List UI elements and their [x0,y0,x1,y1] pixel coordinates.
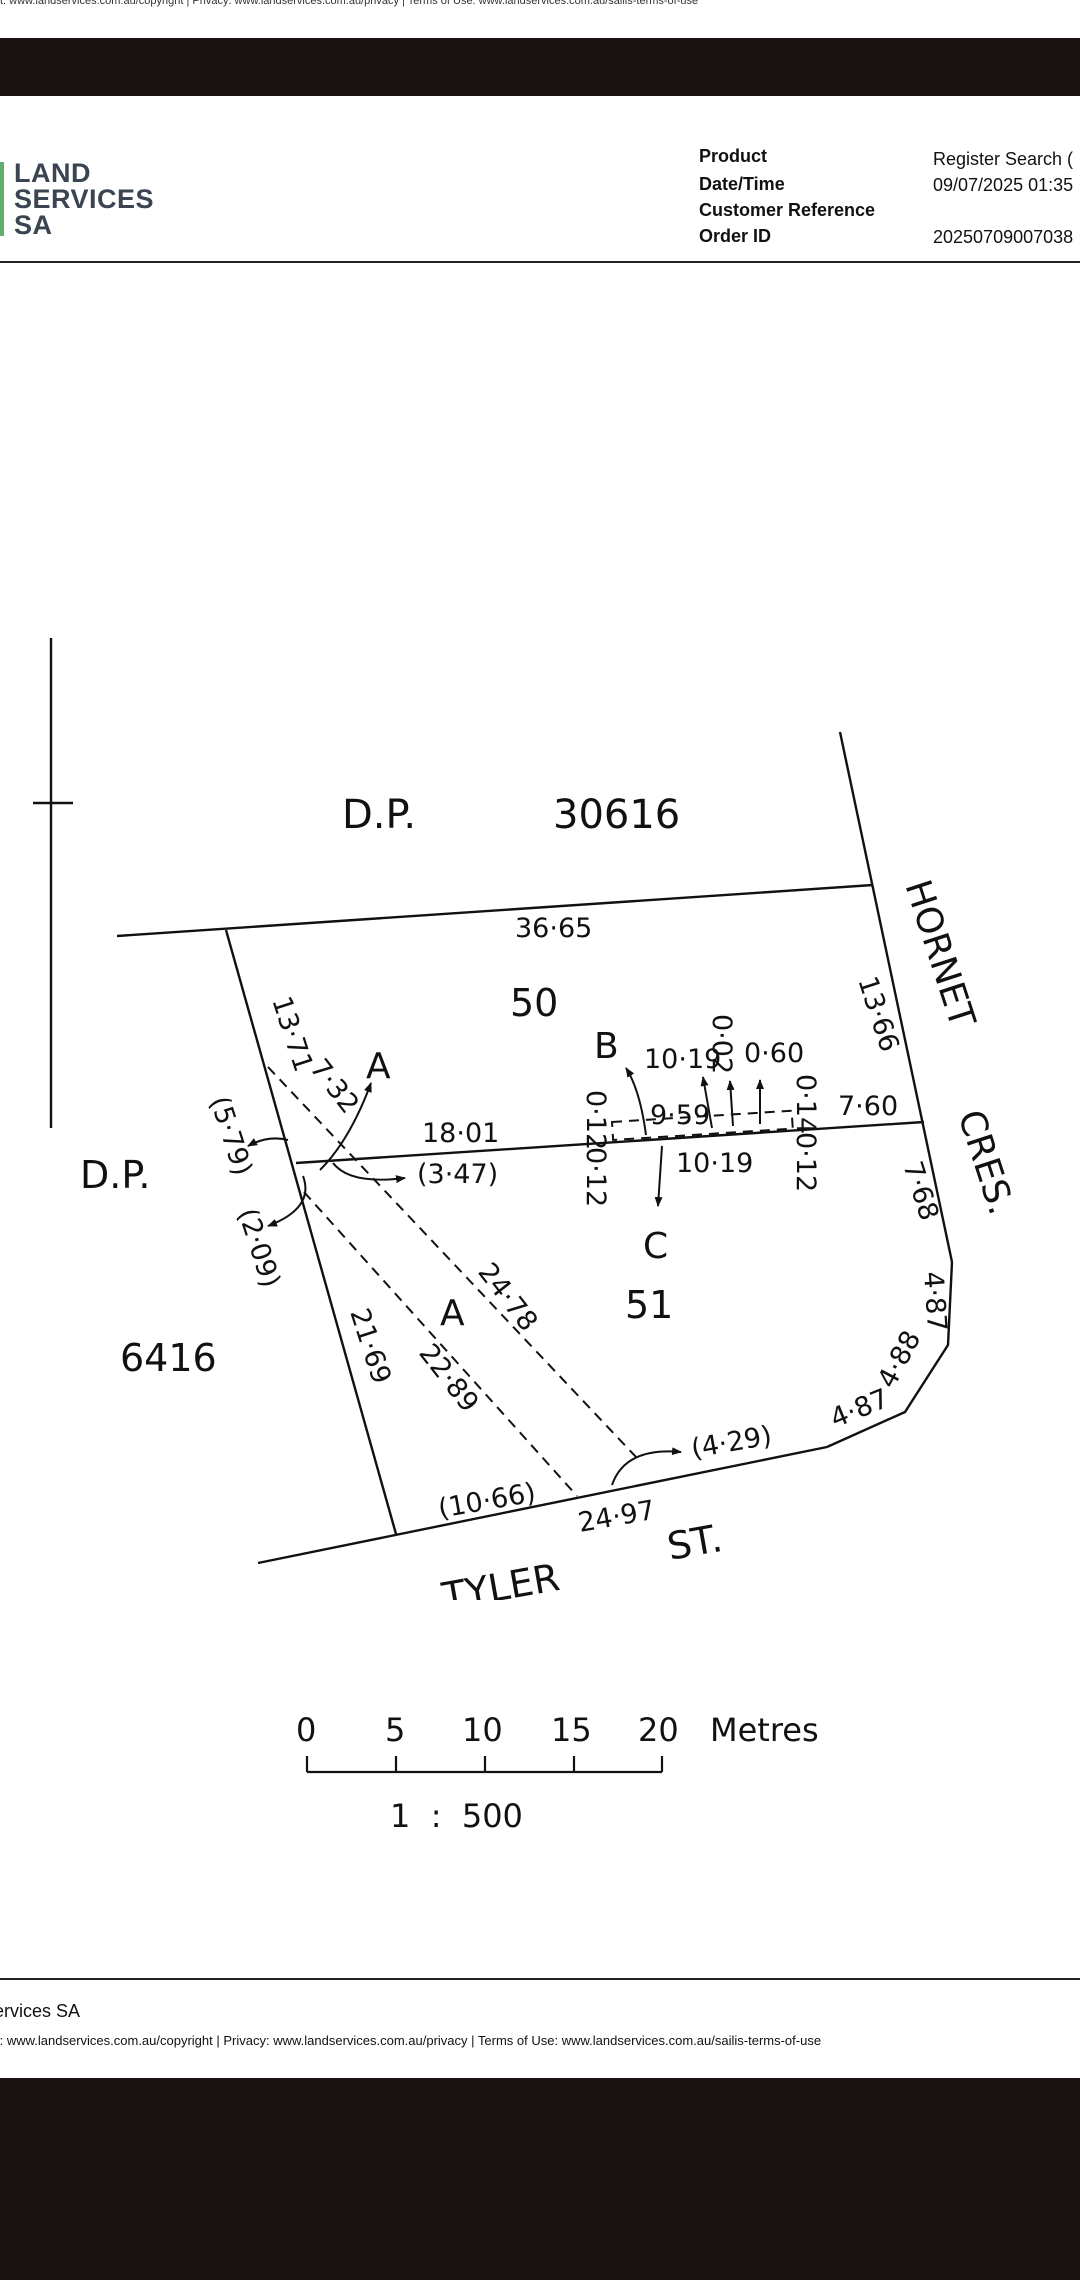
dim-2-09: (2·09) [231,1205,286,1292]
dp-west-label: D.P. [80,1153,150,1197]
dim-24-97: 24·97 [576,1495,658,1539]
dim-10-19-lower: 10·19 [676,1148,753,1179]
tyler-st-line [257,1445,828,1565]
easement-a-line-2 [303,1191,578,1497]
corner-curve-line [826,1261,954,1449]
top-dark-band [0,38,1080,96]
label-a-lower: A [440,1293,465,1334]
west-boundary-line [224,929,398,1535]
dim-36-65: 36·65 [515,913,592,944]
bottom-dark-band [0,2078,1080,2280]
st-label: ST. [664,1516,726,1569]
dim-4-87-upper: 4·87 [917,1270,952,1332]
dim-7-60: 7·60 [838,1091,898,1122]
order-id-value: 20250709007038 [933,227,1074,247]
dp-west-number: 6416 [120,1336,217,1380]
label-c: C [643,1226,668,1267]
dim-13-66: 13·66 [851,973,904,1056]
scale-label-10: 10 [462,1711,503,1749]
product-label: Product [699,146,768,166]
scale-label-5: 5 [385,1711,405,1749]
dim-0-12-left-lower: 0·12 [580,1147,611,1207]
scale-label-20: 20 [638,1711,679,1749]
datetime-value: 09/07/2025 01:35 [933,175,1074,195]
arrow-1019 [700,1076,713,1129]
dim-24-78: 24·78 [471,1257,543,1337]
logo-text-line3: SA [14,210,53,240]
scale-label-15: 15 [551,1711,592,1749]
scale-bar: 0 5 10 15 20 Metres 1 : 500 [296,1711,819,1835]
logo-text-line1: LAND [14,158,91,188]
dim-9-59: 9·59 [650,1100,710,1131]
dim-18-01: 18·01 [422,1118,499,1149]
dp-north-label: D.P. [342,792,416,838]
datetime-label: Date/Time [699,174,785,194]
dim-10-19-upper: 10·19 [644,1044,721,1075]
land-services-sa-logo: LAND SERVICES SA [0,158,154,242]
dim-4-29: (4·29) [689,1420,774,1465]
dim-5-79: (5·79) [203,1093,258,1180]
lot-division-line [295,1120,925,1165]
header-divider [0,261,1080,263]
easement-bc-box [610,1109,794,1142]
arrow-c [654,1145,663,1207]
label-b: B [594,1026,619,1067]
east-boundary-line [838,731,954,1263]
dim-4-87-lower: 4·87 [826,1383,893,1434]
arrow-b [625,1067,647,1136]
scale-unit-label: Metres [710,1711,819,1749]
product-value: Register Search ( [933,149,1074,169]
label-a-upper: A [366,1046,391,1087]
dim-0-12-right: 0·12 [790,1132,821,1192]
dim-0-12-left-upper: 0·12 [580,1090,611,1150]
dim-22-89: 22·89 [412,1338,484,1418]
lot-50-label: 50 [510,981,558,1025]
arrow-347 [332,1162,406,1184]
dim-7-68: 7·68 [896,1158,944,1225]
scale-label-0: 0 [296,1711,316,1749]
dp-north-number: 30616 [553,792,680,838]
arrow-429 [611,1447,682,1486]
arrow-579 [247,1137,289,1147]
easement-a-line-1 [267,1066,637,1458]
dim-0-02: 0·02 [706,1014,737,1074]
north-boundary-line [116,883,874,938]
dim-3-47: (3·47) [417,1159,498,1190]
footer-links-text: t: www.landservices.com.au/copyright | P… [0,2033,822,2048]
arrow-002 [726,1080,735,1127]
scale-ratio-label: 1 : 500 [390,1797,523,1835]
dim-10-66: (10·66) [436,1477,538,1525]
dim-0-60: 0·60 [744,1038,804,1069]
footer-divider [0,1978,1080,1980]
logo-accent-bar [0,162,4,236]
order-id-label: Order ID [699,226,772,246]
tyler-label: TYLER [438,1555,563,1600]
logo-text-line2: SERVICES [14,184,155,214]
arrow-209 [267,1175,307,1227]
hornet-label: HORNET [896,875,982,1033]
land-plan-drawing: D.P. 30616 D.P. 6416 50 51 HORNET CRES. … [33,638,1022,1600]
cres-label: CRES. [949,1105,1021,1220]
footer-company-name: ervices SA [0,2001,81,2021]
dim-13-71: 13·71 [265,993,318,1076]
lot-51-label: 51 [625,1283,673,1327]
top-links-text: t: www.landservices.com.au/copyright | P… [0,0,699,7]
customer-reference-label: Customer Reference [699,200,876,220]
dim-0-14: 0·14 [790,1074,821,1134]
arrow-a-upper [319,1082,372,1171]
